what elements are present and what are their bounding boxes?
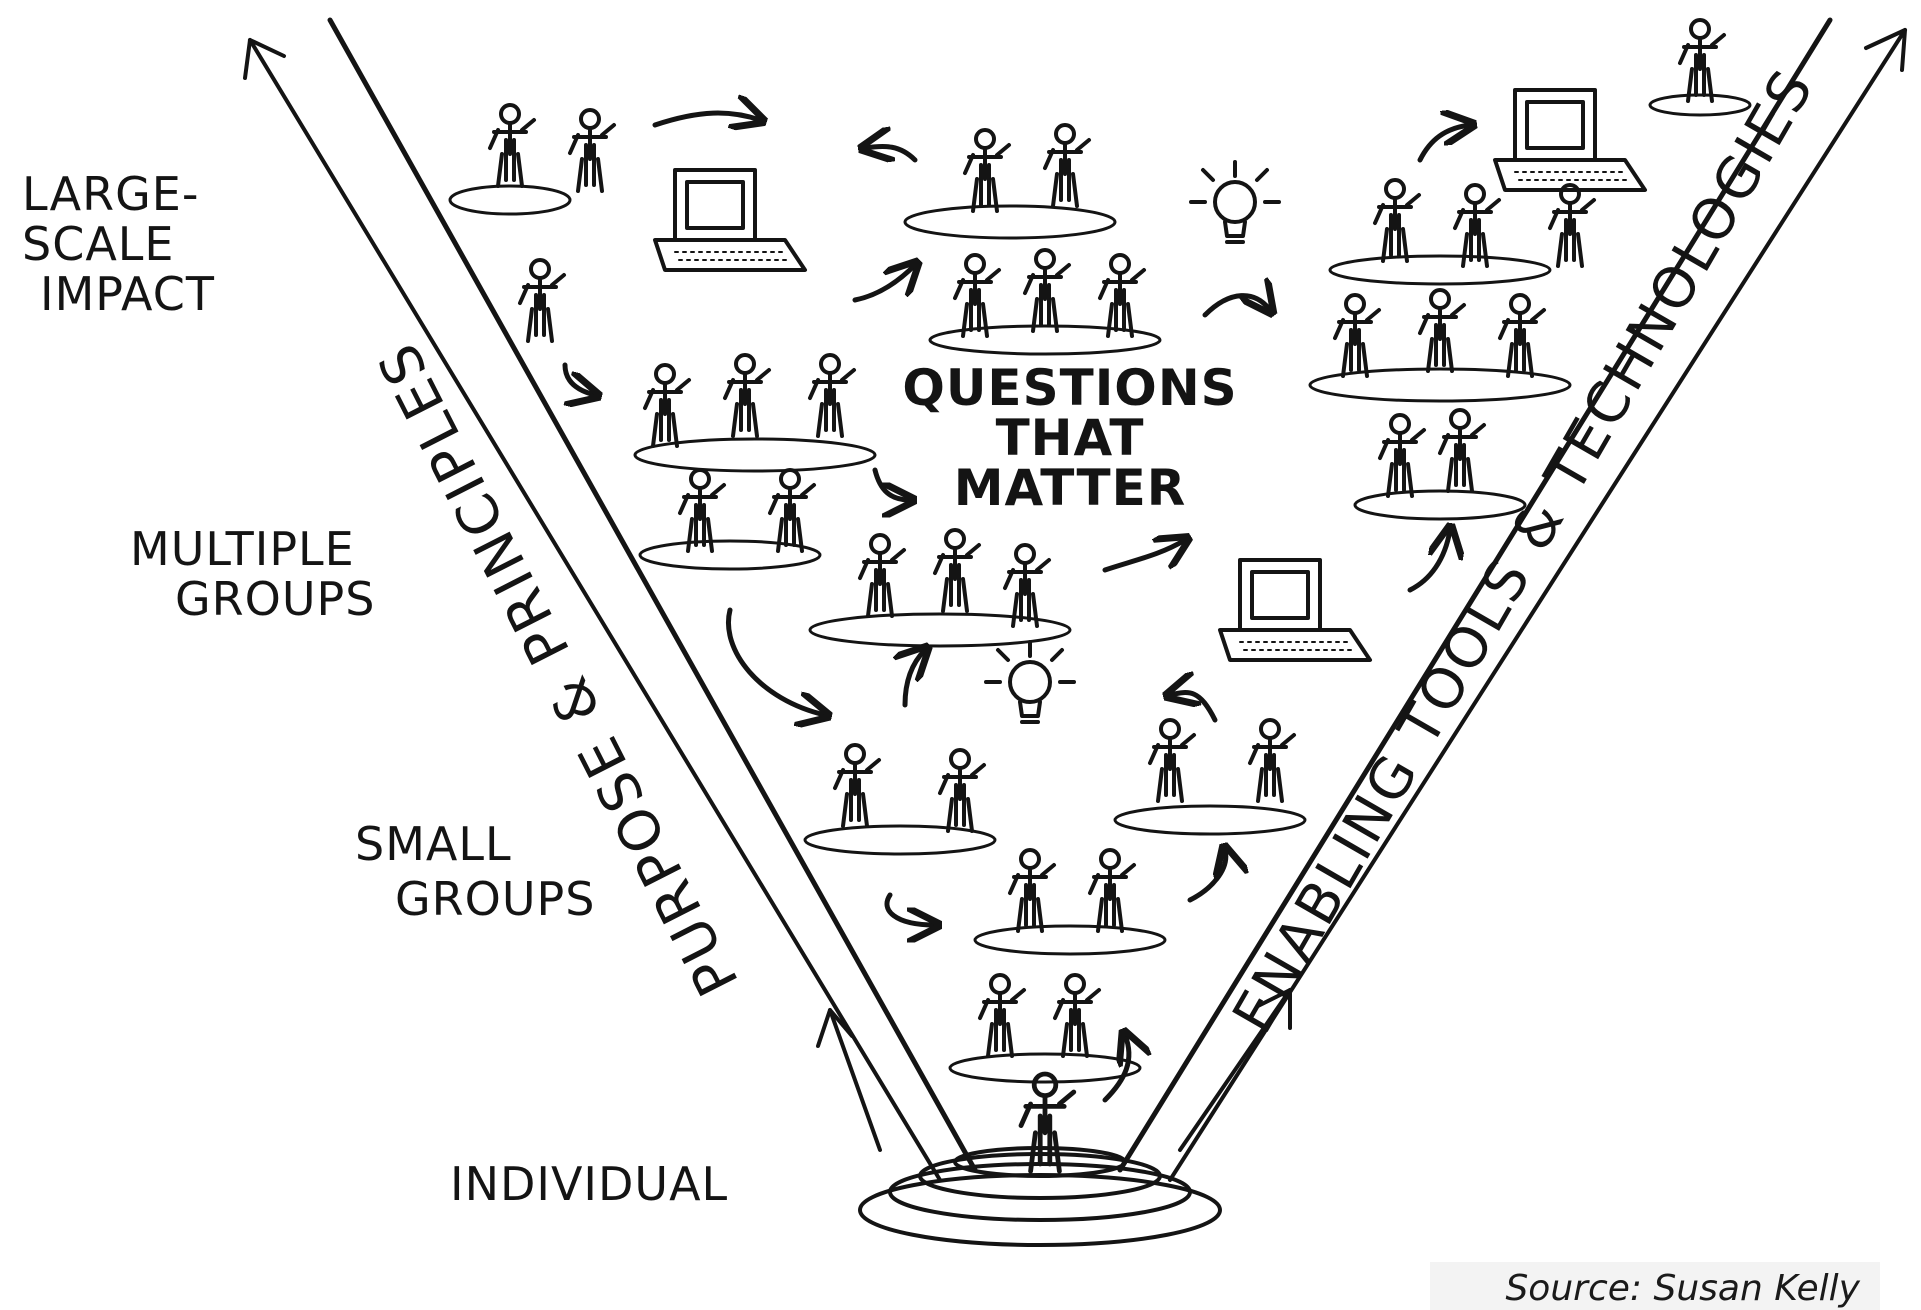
group-large-5 — [1328, 178, 1596, 286]
source-credit: Source: Susan Kelly — [1505, 1268, 1860, 1309]
center-label-line3: MATTER — [954, 459, 1187, 517]
right-arm-label: ENABLING TOOLS & TECHNOLOGIES — [1221, 58, 1828, 1044]
right-long-arrow — [1168, 28, 1907, 1182]
group-large-1 — [1308, 288, 1572, 403]
lightbulb-icon — [984, 640, 1076, 724]
group-multi-2 — [638, 468, 822, 571]
group-large-2 — [928, 248, 1162, 356]
level-label-large-1: LARGE- — [22, 167, 199, 221]
left-inner-arrow — [828, 1008, 882, 1152]
group-small-3 — [803, 743, 997, 856]
center-label-line2: THAT — [996, 409, 1145, 467]
funnel-right-edge — [1117, 17, 1833, 1173]
level-label-multiple-2: GROUPS — [175, 572, 375, 626]
group-large-4 — [448, 103, 616, 216]
level-label-small-2: GROUPS — [395, 872, 595, 926]
laptop-icon — [1218, 558, 1372, 662]
funnel-v — [327, 17, 1833, 1173]
people-groups — [448, 18, 1752, 1084]
group-multi-4 — [1353, 408, 1527, 521]
left-long-arrow — [248, 38, 942, 1182]
group-multi-1 — [808, 528, 1072, 648]
right-inner-arrowhead — [1256, 988, 1292, 1030]
individual-figure — [1021, 1074, 1074, 1171]
right-long-arrowhead — [1864, 28, 1907, 72]
process-arrows — [562, 113, 1470, 1103]
group-small-1 — [948, 973, 1142, 1084]
level-label-small-1: SMALL — [355, 817, 512, 871]
center-label-line1: QUESTIONS — [902, 359, 1237, 417]
level-label-large-3: IMPACT — [40, 267, 215, 321]
group-left-single — [518, 258, 566, 343]
left-long-arrowhead — [243, 38, 286, 80]
group-small-4 — [1113, 718, 1307, 836]
right-inner-arrow — [1178, 988, 1292, 1152]
funnel-left-edge — [327, 17, 978, 1173]
source-backdrop — [1430, 1262, 1880, 1310]
lightbulb-icon — [1189, 160, 1281, 244]
group-multi-3 — [633, 353, 877, 473]
laptop-icon — [653, 168, 807, 272]
level-label-large-2: SCALE — [22, 217, 174, 271]
group-large-3 — [903, 123, 1117, 240]
group-top-right — [1648, 18, 1752, 117]
left-inner-arrowhead — [816, 1008, 854, 1048]
level-label-individual: INDIVIDUAL — [450, 1157, 728, 1211]
outer-arrows — [243, 28, 1907, 1182]
laptop-icon — [1493, 88, 1647, 192]
level-label-multiple-1: MULTIPLE — [130, 522, 355, 576]
group-small-2 — [973, 848, 1167, 956]
